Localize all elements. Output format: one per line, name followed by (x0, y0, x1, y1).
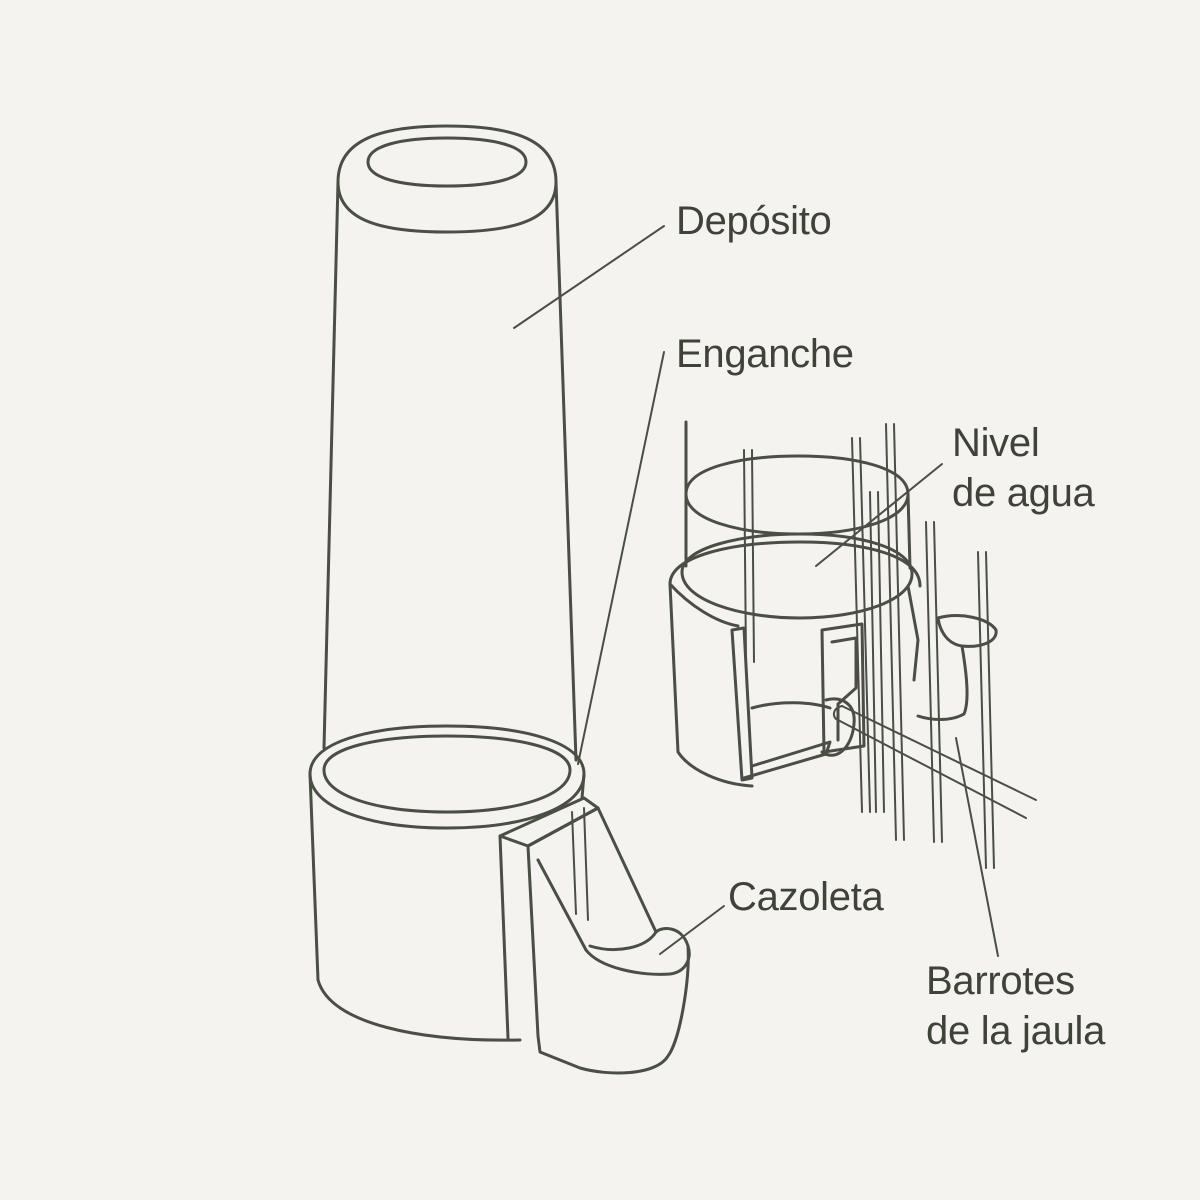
cage-bar (893, 423, 905, 841)
label-nivel-line1: Nivel (952, 421, 1040, 465)
label-barrotes-line1: Barrotes (926, 959, 1075, 1003)
detail-inner-floor (750, 701, 832, 710)
cage-bar (985, 551, 995, 869)
leader-nivel (815, 463, 943, 567)
detail-water-level-ring (680, 532, 914, 620)
cage-bar (743, 449, 747, 661)
reservoir-top-rim (336, 124, 558, 234)
leader-barrotes (955, 737, 999, 957)
label-cazoleta: Cazoleta (728, 875, 884, 919)
base-top-rim-inner (322, 734, 572, 814)
detail-view (668, 420, 1037, 869)
main-waterer (308, 124, 691, 1075)
cage-bars (743, 423, 995, 869)
leader-enganche (577, 351, 665, 765)
cage-bar (859, 437, 871, 813)
reservoir-right-wall (554, 180, 578, 762)
detail-cutaway-floor (742, 740, 832, 780)
feeding-dish (526, 806, 691, 1075)
cage-bar (933, 521, 943, 843)
dish-lip (584, 927, 691, 976)
detail-hook (820, 584, 920, 757)
label-enganche: Enganche (676, 332, 854, 376)
detail-hook-inner (830, 636, 858, 742)
dish-front (536, 944, 690, 1075)
detail-upper-ring (684, 454, 910, 536)
label-nivel-line2: de agua (952, 471, 1095, 515)
reservoir-tube (322, 124, 578, 762)
cage-bar (869, 491, 877, 813)
label-barrotes-line2: de la jaula (926, 1009, 1106, 1053)
leader-lines (513, 225, 999, 957)
detail-cut-rim (668, 582, 740, 628)
detail-side-rim (906, 584, 920, 682)
hook-outer-edge (498, 834, 510, 1040)
base-right-wall-segment (580, 772, 586, 800)
detail-outer-left-wall (668, 582, 754, 788)
cage-bar (751, 449, 755, 663)
cage-bar (885, 423, 897, 841)
leader-deposito (513, 225, 665, 329)
cage-cross-bar-top (841, 705, 1037, 801)
dish-slope-inner (536, 858, 588, 952)
detail-outer-rim (668, 540, 922, 588)
base-left-wall (308, 772, 320, 982)
cage-bar (877, 491, 885, 813)
detail-hook-curl (820, 697, 856, 757)
detail-tube-right (906, 492, 912, 570)
hook-back-strip (571, 807, 589, 921)
hook-inner-edge (526, 844, 540, 1038)
reservoir-top-opening (366, 136, 528, 188)
detail-cutaway-wall (730, 626, 754, 782)
reservoir-left-wall (322, 180, 340, 750)
base-bottom (316, 978, 522, 1042)
cage-bar (851, 437, 863, 813)
hook-part (498, 796, 600, 1040)
cage-cross-bar-bottom (837, 719, 1027, 819)
dish-slope-top (526, 806, 658, 934)
cage-cross-bar (832, 705, 1037, 819)
detail-side-dish-body (916, 644, 969, 721)
detail-hook-plate (820, 622, 866, 754)
base-cup (308, 724, 586, 1042)
cage-bar (977, 551, 987, 869)
detail-cup (668, 420, 922, 788)
cage-bar (925, 521, 935, 843)
leader-cazoleta (659, 905, 725, 955)
label-deposito: Depósito (676, 199, 832, 243)
cage-cross-bar-end (832, 705, 843, 721)
